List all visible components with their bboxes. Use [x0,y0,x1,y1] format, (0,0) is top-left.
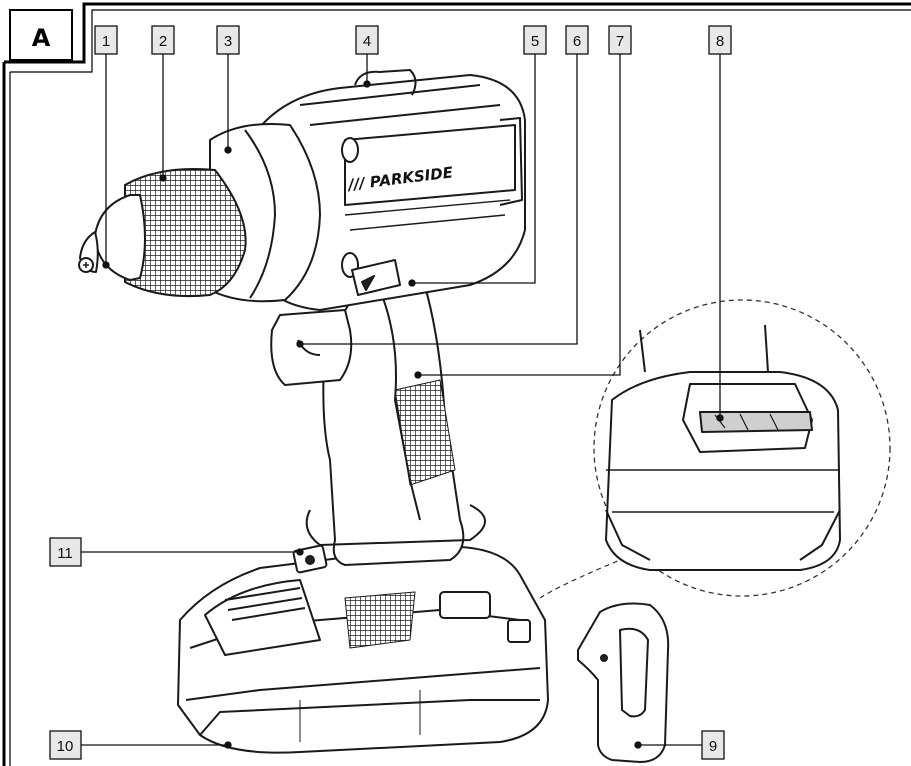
drill-illustration: /// PARKSIDE [78,69,670,763]
callout-boxes [49,25,732,760]
callout-4: 4 [363,33,371,50]
callout-6: 6 [573,33,581,50]
callout-11: 11 [57,545,73,562]
detail-inset [539,299,891,599]
callout-1: 1 [102,33,110,50]
callout-10: 10 [57,738,74,755]
trigger [270,309,353,386]
battery-pack [177,545,549,754]
drill-body: /// PARKSIDE [249,69,526,311]
leader-lines [81,54,724,749]
callout-labels: 1 2 3 4 5 6 7 8 9 10 11 [57,33,725,755]
callout-7: 7 [616,33,624,50]
chuck [78,168,247,298]
section-label: A [32,24,51,52]
callout-8: 8 [716,33,724,50]
callout-2: 2 [159,33,167,50]
callout-3: 3 [224,33,232,50]
callout-5: 5 [531,33,539,50]
belt-clip [577,602,670,763]
callout-9: 9 [709,738,717,755]
